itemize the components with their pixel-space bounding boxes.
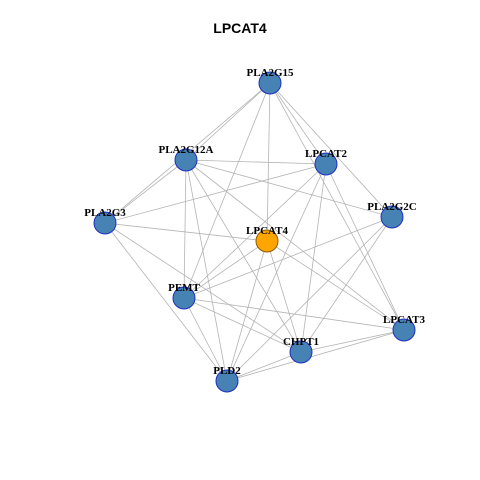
node-circle-lpcat3[interactable] xyxy=(392,318,416,342)
node-circle-pemt[interactable] xyxy=(172,286,196,310)
edge-lpcat2-lpcat3 xyxy=(325,163,405,331)
node-label-lpcat2: LPCAT2 xyxy=(305,148,347,160)
edge-pemt-lpcat3 xyxy=(183,297,405,331)
edge-pla2g12a-pld2 xyxy=(185,159,228,382)
edge-pla2g3-pld2 xyxy=(104,222,228,382)
edge-pemt-chpt1 xyxy=(183,297,302,353)
node-circle-lpcat4[interactable] xyxy=(255,229,279,253)
node-label-pla2g15: PLA2G15 xyxy=(246,67,294,79)
edge-pla2g3-lpcat4 xyxy=(104,222,268,242)
node-label-lpcat4: LPCAT4 xyxy=(246,225,288,237)
node-label-pla2g12a: PLA2G12A xyxy=(159,144,214,156)
node-circle-pla2g12a[interactable] xyxy=(174,148,198,172)
node-pld2[interactable]: PLD2 xyxy=(213,365,241,393)
edge-pla2g15-lpcat3 xyxy=(269,82,405,331)
node-label-chpt1: CHPT1 xyxy=(283,336,319,348)
edge-layer xyxy=(104,82,405,382)
edge-pla2g2c-pld2 xyxy=(226,216,393,382)
edge-pla2g12a-pla2g3 xyxy=(104,159,187,224)
node-pemt[interactable]: PEMT xyxy=(168,282,201,310)
edge-pla2g3-chpt1 xyxy=(104,222,302,353)
node-label-pla2g2c: PLA2G2C xyxy=(367,201,417,213)
edge-pemt-pld2 xyxy=(183,297,228,382)
node-lpcat4[interactable]: LPCAT4 xyxy=(246,225,288,253)
node-pla2g2c[interactable]: PLA2G2C xyxy=(367,201,417,229)
node-pla2g3[interactable]: PLA2G3 xyxy=(84,207,126,235)
edge-pla2g15-pla2g12a xyxy=(185,82,271,161)
node-circle-lpcat2[interactable] xyxy=(314,152,338,176)
node-circle-chpt1[interactable] xyxy=(289,340,313,364)
edge-pla2g2c-chpt1 xyxy=(300,216,393,353)
edge-pla2g15-lpcat2 xyxy=(269,82,327,165)
node-label-pemt: PEMT xyxy=(168,282,200,294)
node-circle-pld2[interactable] xyxy=(215,369,239,393)
node-circle-pla2g15[interactable] xyxy=(258,71,282,95)
edge-pla2g12a-pla2g2c xyxy=(185,159,393,218)
edge-pla2g15-pla2g2c xyxy=(269,82,393,218)
node-lpcat2[interactable]: LPCAT2 xyxy=(305,148,347,176)
node-chpt1[interactable]: CHPT1 xyxy=(283,336,319,364)
edge-lpcat4-pld2 xyxy=(226,240,268,382)
edge-chpt1-lpcat3 xyxy=(300,329,405,353)
node-circle-pla2g3[interactable] xyxy=(93,211,117,235)
edge-pld2-chpt1 xyxy=(226,351,302,382)
node-label-pld2: PLD2 xyxy=(213,365,241,377)
edge-pla2g12a-pemt xyxy=(183,159,187,299)
edge-lpcat2-pla2g3 xyxy=(104,163,327,224)
graph-title: LPCAT4 xyxy=(213,20,267,36)
node-label-pla2g3: PLA2G3 xyxy=(84,207,126,219)
node-pla2g15[interactable]: PLA2G15 xyxy=(246,67,294,95)
edge-lpcat4-lpcat3 xyxy=(266,240,405,331)
edge-pla2g12a-lpcat2 xyxy=(185,159,327,165)
edge-lpcat4-pemt xyxy=(183,240,268,299)
node-lpcat3[interactable]: LPCAT3 xyxy=(383,314,425,342)
edge-pla2g2c-pemt xyxy=(183,216,393,299)
node-label-lpcat3: LPCAT3 xyxy=(383,314,425,326)
node-pla2g12a[interactable]: PLA2G12A xyxy=(159,144,214,172)
node-circle-pla2g2c[interactable] xyxy=(380,205,404,229)
edge-pla2g12a-lpcat3 xyxy=(185,159,405,331)
edge-lpcat2-pemt xyxy=(183,163,327,299)
edge-pla2g12a-chpt1 xyxy=(185,159,302,353)
edge-lpcat4-chpt1 xyxy=(266,240,302,353)
edge-lpcat2-chpt1 xyxy=(300,163,327,353)
edge-pld2-lpcat3 xyxy=(226,329,405,382)
